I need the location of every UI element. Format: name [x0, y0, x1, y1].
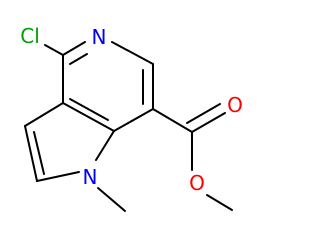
bond-c7a-c3a — [62, 102, 115, 132]
atom-labels: Cl N N O O — [20, 24, 243, 195]
bond-c3-c2 — [24, 125, 38, 182]
bond-oether-methyl — [206, 194, 233, 211]
bond-c3-c2-inner — [33, 131, 45, 175]
bond-carbonyl-o-inner — [186, 103, 221, 124]
bond-n1-c7a — [95, 130, 115, 161]
bond-c7-c7a — [113, 108, 154, 132]
carbonyl-oxygen-label: O — [227, 93, 243, 117]
ester-oxygen-label: O — [189, 171, 205, 195]
bond-c4-n5-inner — [69, 53, 88, 65]
bond-n1-methyl — [97, 187, 126, 212]
bond-n5-c6 — [111, 41, 154, 65]
pyrrole-nitrogen-label: N — [83, 165, 98, 189]
bond-c7a-c3a-inner — [69, 98, 109, 121]
ring-nitrogen-label: N — [92, 25, 107, 49]
bonds — [24, 41, 233, 212]
bond-c4-cl — [44, 44, 64, 56]
bond-c3a-c3 — [24, 102, 64, 127]
bond-c2-n1 — [36, 171, 80, 182]
chlorine-label: Cl — [20, 24, 40, 48]
bond-carbonyl-o — [191, 112, 226, 133]
bond-c7-carbonyl — [152, 108, 193, 133]
bond-c4-n5 — [62, 41, 86, 56]
molecule-structure: Cl N N O O — [20, 24, 243, 212]
